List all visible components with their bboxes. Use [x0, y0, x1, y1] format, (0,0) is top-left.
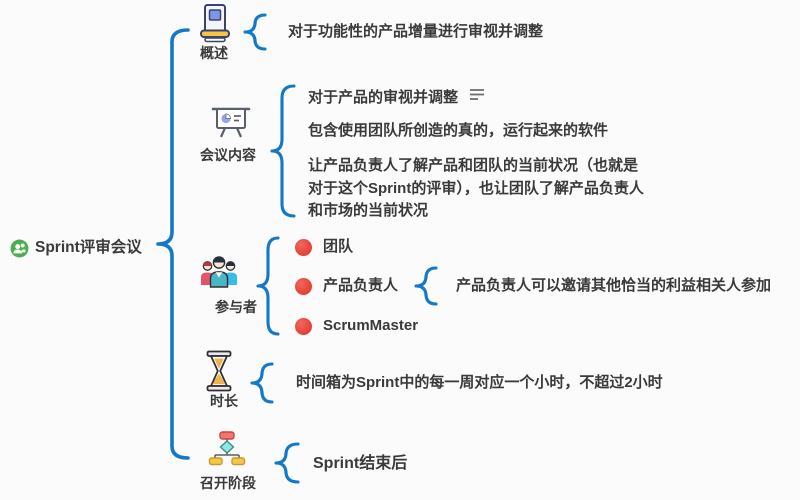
team-people-icon[interactable] — [198, 253, 240, 293]
people-group-icon — [10, 239, 29, 258]
phase-detail[interactable]: Sprint结束后 — [313, 455, 408, 472]
presentation-board-icon[interactable] — [210, 105, 252, 141]
red-dot-marker[interactable] — [295, 278, 312, 295]
notes-icon[interactable] — [469, 88, 485, 101]
meeting-content-item-2[interactable]: 包含使用团队所创造的真的，运行起来的软件 — [308, 122, 609, 139]
topic-meeting-content[interactable]: 会议内容 — [200, 147, 256, 163]
participant-team[interactable]: 团队 — [323, 238, 354, 255]
hourglass-icon[interactable] — [204, 350, 234, 392]
topic-overview[interactable]: 概述 — [200, 45, 228, 61]
laptop-icon[interactable] — [196, 3, 232, 43]
red-dot-marker[interactable] — [295, 239, 312, 256]
duration-detail[interactable]: 时间箱为Sprint中的每一周对应一个小时，不超过2小时 — [296, 374, 663, 391]
meeting-content-item-1[interactable]: 对于产品的审视并调整 — [308, 87, 485, 108]
product-owner-brace — [414, 266, 438, 306]
meeting-content-brace — [270, 84, 296, 218]
overview-brace — [243, 13, 267, 51]
red-dot-marker[interactable] — [295, 318, 312, 335]
root-topic[interactable]: Sprint评审会议 — [35, 239, 142, 256]
participant-product-owner[interactable]: 产品负责人 — [323, 277, 399, 294]
root-brace — [156, 28, 190, 460]
participants-brace — [256, 236, 280, 336]
overview-detail[interactable]: 对于功能性的产品增量进行审视并调整 — [288, 23, 544, 40]
meeting-content-item-1-text: 对于产品的审视并调整 — [308, 89, 459, 106]
topic-participants[interactable]: 参与者 — [215, 299, 257, 315]
topic-phase[interactable]: 召开阶段 — [200, 475, 256, 491]
flowchart-icon[interactable] — [208, 430, 246, 466]
product-owner-detail[interactable]: 产品负责人可以邀请其他恰当的利益相关人参加 — [456, 277, 772, 294]
phase-brace — [274, 442, 300, 484]
duration-brace — [250, 362, 274, 404]
topic-duration[interactable]: 时长 — [210, 393, 238, 409]
participant-scrummaster[interactable]: ScrumMaster — [323, 317, 419, 334]
meeting-content-item-3[interactable]: 让产品负责人了解产品和团队的当前状况（也就是对于这个Sprint的评审），也让团… — [308, 157, 644, 219]
